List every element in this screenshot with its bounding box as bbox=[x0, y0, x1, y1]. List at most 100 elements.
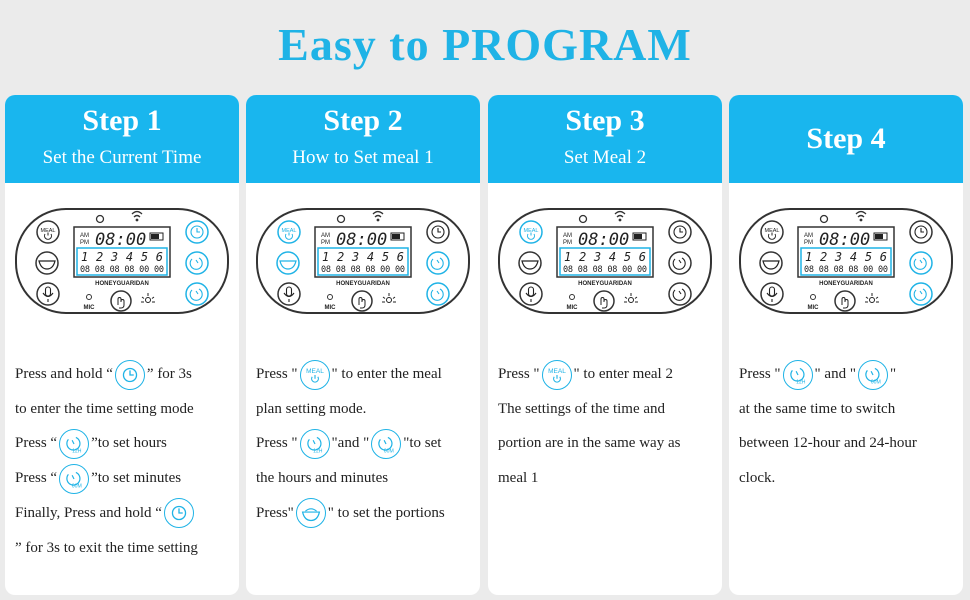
step-3-text: The settings of the time and bbox=[498, 400, 666, 417]
meal-icon: MEAL bbox=[541, 359, 572, 390]
svg-text:1 2 3 4 5 6: 1 2 3 4 5 6 bbox=[564, 250, 646, 264]
step-2-text: the hours and minutes bbox=[256, 470, 389, 487]
step-4-instructions: Press " 12H " and " 60M " at the same time t… bbox=[739, 357, 961, 496]
svg-text:08:00: 08:00 bbox=[95, 230, 146, 250]
step-2-text: Press " bbox=[256, 366, 298, 382]
step-2-text: Press" bbox=[256, 504, 294, 521]
svg-text:PM: PM bbox=[321, 240, 330, 246]
svg-text:AM: AM bbox=[804, 233, 813, 239]
step-1-text: Press and hold “ bbox=[15, 366, 113, 382]
svg-text:08 08 08 08 00 00: 08 08 08 08 00 00 bbox=[804, 265, 888, 275]
step-1-title: Step 1 bbox=[82, 104, 162, 137]
60m-icon: 60M bbox=[857, 359, 888, 390]
svg-text:HONEYGUARIDAN: HONEYGUARIDAN bbox=[95, 281, 149, 287]
step-3-text: portion are in the same way as bbox=[498, 435, 681, 452]
12h-icon: 12H bbox=[782, 359, 813, 390]
svg-text:HONEYGUARIDAN: HONEYGUARIDAN bbox=[578, 281, 632, 287]
svg-text:AM: AM bbox=[321, 233, 330, 239]
step-2-text: "to set bbox=[403, 435, 442, 452]
step-2-text: " to set the portions bbox=[327, 504, 445, 521]
step-4-text: at the same time to switch bbox=[739, 400, 896, 417]
60m-icon: 60M bbox=[59, 463, 90, 494]
step-4-card: Step 4 AM PM 08:00 1 2 3 4 5 6 08 08 08 … bbox=[729, 95, 963, 595]
svg-text:PM: PM bbox=[563, 240, 572, 246]
svg-text:12H: 12H bbox=[72, 448, 82, 454]
step-2-instructions: Press "MEAL" to enter the meal plan sett… bbox=[256, 357, 478, 531]
svg-text:PM: PM bbox=[80, 240, 89, 246]
svg-text:08:00: 08:00 bbox=[336, 230, 387, 250]
control-panel-illustration: AM PM 08:00 1 2 3 4 5 6 08 08 08 08 00 0… bbox=[256, 208, 470, 314]
step-4-header: Step 4 bbox=[729, 95, 963, 183]
step-4-panel: AM PM 08:00 1 2 3 4 5 6 08 08 08 08 00 0… bbox=[738, 205, 954, 317]
step-3-text: Press " bbox=[498, 366, 540, 382]
svg-text:08:00: 08:00 bbox=[819, 230, 870, 250]
step-4-title: Step 4 bbox=[806, 122, 886, 155]
control-panel-illustration: AM PM 08:00 1 2 3 4 5 6 08 08 08 08 00 0… bbox=[498, 208, 712, 314]
step-4-text: " and " bbox=[814, 366, 856, 382]
step-4-text: between 12-hour and 24-hour bbox=[739, 435, 917, 452]
control-panel-illustration: AM PM 08:00 1 2 3 4 5 6 08 08 08 08 00 0… bbox=[739, 208, 953, 314]
step-1-card: Step 1 Set the Current Time AM PM 08:00 … bbox=[5, 95, 239, 595]
step-1-text: Press “ bbox=[15, 435, 58, 452]
svg-text:60M: 60M bbox=[871, 379, 881, 385]
svg-text:MIC: MIC bbox=[808, 305, 820, 311]
step-1-text: ”to set hours bbox=[91, 435, 167, 452]
step-1-panel: AM PM 08:00 1 2 3 4 5 6 08 08 08 08 00 0… bbox=[14, 205, 230, 317]
svg-text:08 08 08 08 00 00: 08 08 08 08 00 00 bbox=[563, 265, 647, 275]
60m-icon: 60M bbox=[371, 428, 402, 459]
svg-text:60M: 60M bbox=[384, 448, 394, 454]
svg-text:MEAL: MEAL bbox=[765, 228, 780, 234]
clock-icon bbox=[114, 359, 145, 390]
svg-text:1 2 3 4 5 6: 1 2 3 4 5 6 bbox=[805, 250, 887, 264]
svg-text:MEAL: MEAL bbox=[524, 228, 539, 234]
svg-text:AM: AM bbox=[563, 233, 572, 239]
12h-icon: 12H bbox=[299, 428, 330, 459]
svg-text:12H: 12H bbox=[796, 379, 806, 385]
step-1-text: Press “ bbox=[15, 470, 58, 487]
step-2-card: Step 2 How to Set meal 1 AM PM 08:00 1 2… bbox=[246, 95, 480, 595]
svg-text:MEAL: MEAL bbox=[548, 368, 566, 375]
step-1-text: Finally, Press and hold “ bbox=[15, 504, 162, 521]
svg-text:12H: 12H bbox=[313, 448, 323, 454]
step-2-text: "and " bbox=[331, 435, 370, 452]
step-2-subtitle: How to Set meal 1 bbox=[292, 147, 434, 168]
svg-text:MIC: MIC bbox=[325, 305, 337, 311]
svg-text:MEAL: MEAL bbox=[41, 228, 56, 234]
svg-text:MIC: MIC bbox=[567, 305, 579, 311]
control-panel-illustration: AM PM 08:00 1 2 3 4 5 6 08 08 08 08 00 0… bbox=[15, 208, 229, 314]
svg-text:1 2 3 4 5 6: 1 2 3 4 5 6 bbox=[322, 250, 404, 264]
step-4-text: Press " bbox=[739, 366, 781, 382]
step-4-text: " bbox=[889, 366, 897, 382]
step-1-text: ”to set minutes bbox=[91, 470, 182, 487]
step-1-header: Step 1 Set the Current Time bbox=[5, 95, 239, 183]
svg-text:HONEYGUARIDAN: HONEYGUARIDAN bbox=[819, 281, 873, 287]
svg-text:08:00: 08:00 bbox=[578, 230, 629, 250]
svg-text:HONEYGUARIDAN: HONEYGUARIDAN bbox=[336, 281, 390, 287]
svg-text:PM: PM bbox=[804, 240, 813, 246]
step-3-header: Step 3 Set Meal 2 bbox=[488, 95, 722, 183]
step-1-text: ” for 3s bbox=[146, 366, 192, 382]
clock-icon bbox=[163, 498, 194, 529]
step-2-text: Press " bbox=[256, 435, 298, 452]
step-3-subtitle: Set Meal 2 bbox=[563, 147, 647, 168]
step-1-text: ” for 3s to exit the time setting bbox=[15, 539, 198, 556]
svg-text:MEAL: MEAL bbox=[282, 228, 297, 234]
svg-text:AM: AM bbox=[80, 233, 89, 239]
step-3-card: Step 3 Set Meal 2 AM PM 08:00 1 2 3 4 5 … bbox=[488, 95, 722, 595]
step-4-text: clock. bbox=[739, 470, 776, 487]
svg-text:08 08 08 08 00 00: 08 08 08 08 00 00 bbox=[80, 265, 164, 275]
svg-text:60M: 60M bbox=[72, 483, 82, 489]
step-3-text: meal 1 bbox=[498, 470, 539, 487]
step-1-instructions: Press and hold “ ” for 3s to enter the ti… bbox=[15, 357, 237, 565]
step-2-text: plan setting mode. bbox=[256, 400, 367, 417]
bowl-icon bbox=[295, 498, 326, 529]
12h-icon: 12H bbox=[59, 428, 90, 459]
step-1-text: to enter the time setting mode bbox=[15, 400, 194, 417]
step-1-subtitle: Set the Current Time bbox=[42, 147, 202, 168]
svg-text:1 2 3 4 5 6: 1 2 3 4 5 6 bbox=[81, 250, 163, 264]
page-title: Easy to PROGRAM bbox=[278, 19, 692, 70]
step-3-instructions: Press " MEAL " to enter meal 2 The setting… bbox=[498, 357, 720, 496]
step-2-panel: AM PM 08:00 1 2 3 4 5 6 08 08 08 08 00 0… bbox=[255, 205, 471, 317]
step-2-text: " to enter the meal bbox=[331, 366, 442, 382]
step-3-text: " to enter meal 2 bbox=[573, 366, 673, 382]
